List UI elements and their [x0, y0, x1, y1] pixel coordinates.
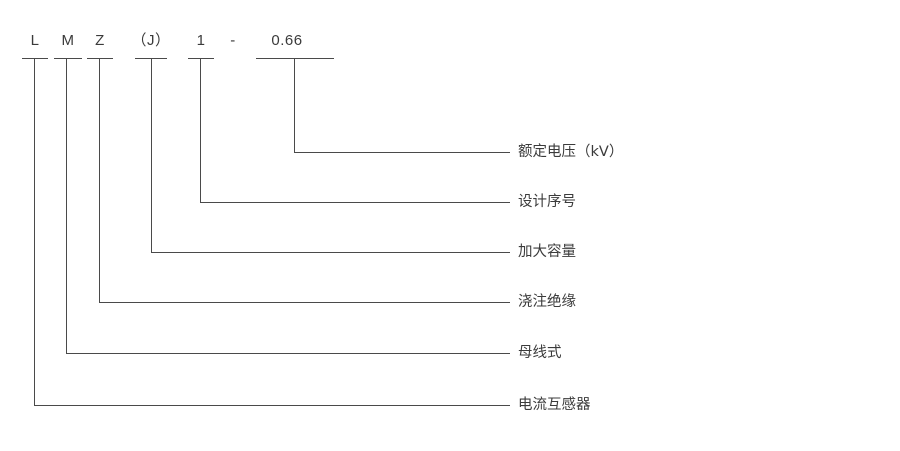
leader-stem-rated-voltage: [294, 58, 295, 152]
leader-stem-increased-capacity: [151, 58, 152, 252]
callout-label-increased-capacity: 加大容量: [518, 244, 576, 260]
code-token-l: L: [30, 32, 40, 49]
callout-label-current-transformer: 电流互感器: [518, 397, 591, 413]
leader-stem-cast-insulation: [99, 58, 100, 302]
code-token-z: Z: [95, 32, 105, 49]
code-token-rule-volt: [256, 58, 334, 59]
code-token-rule-one: [188, 58, 214, 59]
callout-label-busbar-type: 母线式: [518, 345, 562, 361]
callout-label-rated-voltage: 额定电压（kV）: [518, 144, 624, 160]
code-token-rule-z: [87, 58, 113, 59]
code-token-m: M: [61, 32, 75, 49]
leader-stem-current-transformer: [34, 58, 35, 405]
code-token-volt: 0.66: [271, 32, 303, 49]
callout-label-cast-insulation: 浇注绝缘: [518, 294, 576, 310]
code-token-j: （J）: [131, 32, 171, 49]
leader-run-busbar-type: [66, 353, 510, 354]
leader-stem-busbar-type: [66, 58, 67, 353]
leader-run-increased-capacity: [151, 252, 510, 253]
callout-label-design-serial: 设计序号: [518, 194, 576, 210]
leader-run-rated-voltage: [294, 152, 510, 153]
code-token-one: 1: [196, 32, 206, 49]
leader-run-cast-insulation: [99, 302, 510, 303]
leader-run-current-transformer: [34, 405, 510, 406]
leader-run-design-serial: [200, 202, 510, 203]
leader-stem-design-serial: [200, 58, 201, 202]
code-token-dash: -: [230, 32, 236, 49]
code-token-rule-l: [22, 58, 48, 59]
code-token-rule-m: [54, 58, 82, 59]
